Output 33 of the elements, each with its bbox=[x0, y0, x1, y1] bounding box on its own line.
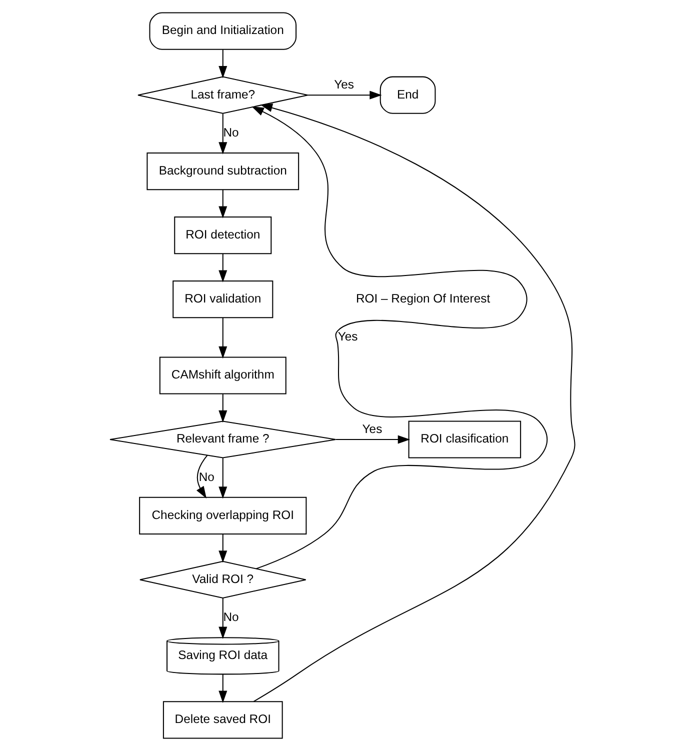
arrow bbox=[218, 674, 227, 703]
edge-label: No bbox=[222, 610, 238, 624]
node-diamond: Valid ROI ? bbox=[138, 560, 306, 599]
arrow bbox=[336, 435, 410, 444]
node-box: ROI clasification bbox=[408, 420, 521, 458]
arrow bbox=[218, 534, 227, 563]
edge-label: Yes bbox=[334, 78, 354, 92]
arrow bbox=[252, 104, 575, 702]
node-box: Delete saved ROI bbox=[162, 701, 282, 739]
arrow bbox=[218, 598, 227, 639]
arrow bbox=[251, 106, 547, 570]
label: ROI – Region Of Interest bbox=[355, 291, 490, 306]
node-box: Checking overlapping ROI bbox=[138, 496, 306, 534]
arrow bbox=[218, 114, 227, 154]
node-box: ROI detection bbox=[174, 216, 272, 254]
node-box: ROI validation bbox=[172, 280, 273, 318]
edge-label: No bbox=[222, 125, 238, 140]
edge-label: Yes bbox=[362, 422, 382, 436]
arrow bbox=[196, 454, 208, 499]
edge-label: No bbox=[198, 470, 214, 484]
arrow bbox=[218, 50, 227, 78]
arrow bbox=[307, 90, 382, 100]
node-box: Begin and Initialization bbox=[148, 12, 296, 50]
node-box: End bbox=[379, 76, 436, 114]
node-box: CAMshift algorithm bbox=[158, 356, 286, 394]
arrow bbox=[218, 458, 227, 499]
arrow bbox=[218, 254, 227, 282]
node-diamond: Relevant frame ? bbox=[109, 420, 336, 458]
node-box: Background subtraction bbox=[146, 152, 299, 190]
arrow bbox=[218, 318, 227, 359]
edge-label: Yes bbox=[337, 330, 358, 344]
arrow bbox=[218, 190, 227, 218]
arrow bbox=[218, 394, 227, 423]
